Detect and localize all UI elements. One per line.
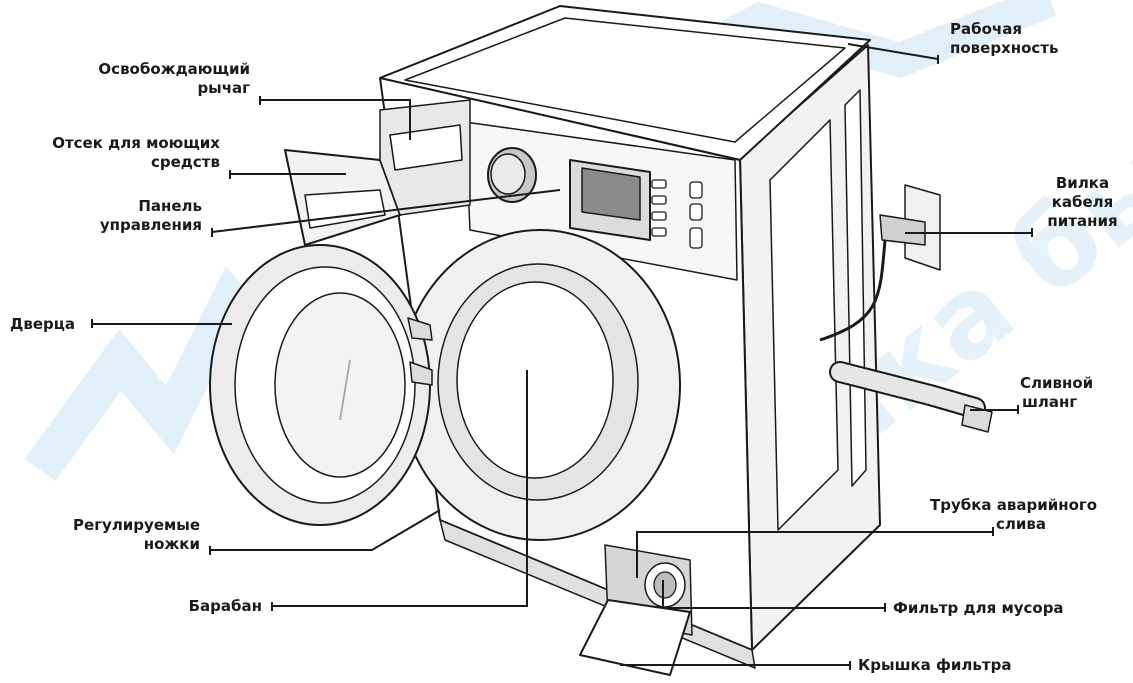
label-power-plug: Вилка кабеля питания (1047, 174, 1118, 230)
label-filter-cover: Крышка фильтра (858, 656, 1012, 674)
label-detergent-drawer: Отсек для моющих средств (52, 134, 220, 171)
power-cable (819, 239, 887, 342)
label-adjustable-feet: Регулируемые ножки (73, 516, 200, 553)
leader-lines (91, 43, 1033, 670)
washing-machine (209, 5, 993, 676)
door-hinge (407, 317, 433, 341)
control-buttons (651, 179, 703, 249)
label-debris-filter: Фильтр для мусора (893, 599, 1064, 617)
label-emergency-drain: Трубка аварийного слива (930, 496, 1098, 533)
label-drum: Барабан (188, 597, 262, 615)
power-plug (879, 214, 926, 246)
label-release-lever: Освобождающий рычаг (98, 60, 250, 97)
label-door: Дверца (10, 315, 76, 333)
display-screen (581, 167, 641, 221)
label-control-panel: Панель управления (99, 197, 202, 234)
label-drain-hose: Сливной шланг (1020, 374, 1094, 411)
release-lever (389, 124, 463, 171)
filter-cover (579, 599, 691, 676)
label-work-surface: Рабочая поверхность (950, 20, 1059, 57)
